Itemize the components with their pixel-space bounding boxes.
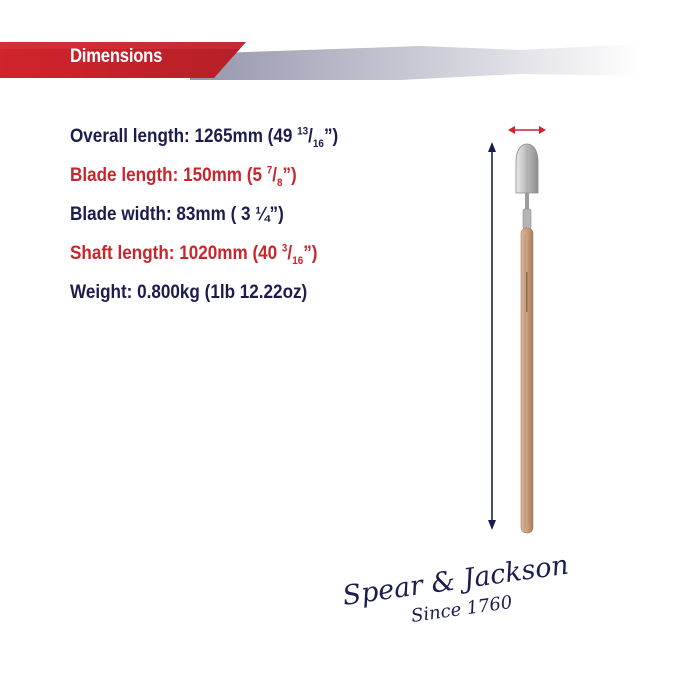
overall-length-arrow [488, 142, 496, 530]
blade-length-value: 150mm (5 [183, 165, 262, 186]
overall-length-frac-den: 16 [312, 137, 324, 150]
shaft-length-frac-num: 3 [281, 242, 288, 255]
shaft-length-value: 1020mm (40 [179, 243, 278, 264]
shaft-length-close: ”) [303, 243, 318, 264]
overall-length-value: 1265mm (49 [194, 126, 293, 147]
overall-length-label: Overall length: [70, 126, 190, 147]
banner-background [0, 42, 640, 80]
blade-length-line: Blade length: 150mm (5 7/8”) [70, 164, 297, 189]
shaft-length-frac-den: 16 [292, 254, 304, 267]
overall-length-line: Overall length: 1265mm (49 13/16”) [70, 125, 339, 150]
banner-title: Dimensions [70, 46, 163, 67]
dimensions-banner: Dimensions [0, 40, 680, 80]
blade-length-label: Blade length: [70, 165, 179, 186]
blade-width-arrow [508, 126, 546, 134]
overall-length-frac-num: 13 [297, 125, 309, 138]
specifications-list: Overall length: 1265mm (49 13/16”) Blade… [70, 125, 368, 322]
shaft-length-label: Shaft length: [70, 243, 175, 264]
overall-length-close: ”) [323, 126, 339, 147]
weight-line: Weight: 0.800kg (1lb 12.22oz) [70, 282, 308, 303]
blade-width-line: Blade width: 83mm ( 3 ¼”) [70, 204, 284, 225]
trowel-blade [515, 143, 539, 194]
shaft-length-line: Shaft length: 1020mm (40 3/16”) [70, 242, 318, 267]
blade-length-close: ”) [282, 165, 297, 186]
wooden-shaft [520, 227, 534, 534]
blade-length-frac-num: 7 [266, 164, 273, 177]
blade-length-frac-den: 8 [276, 176, 283, 189]
